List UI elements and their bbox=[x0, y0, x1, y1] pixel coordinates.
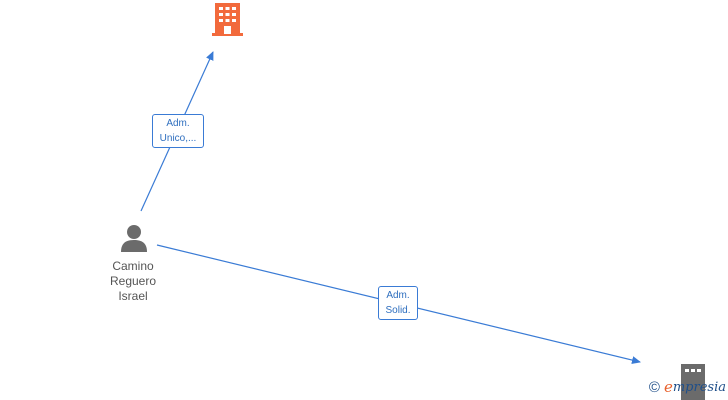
person-name-line: Reguero bbox=[109, 274, 157, 288]
edge-label-top[interactable]: Adm. Unico,... bbox=[152, 114, 204, 148]
brand-name: mpresia bbox=[672, 379, 726, 395]
edge-label-bottom[interactable]: Adm. Solid. bbox=[378, 286, 418, 320]
edge-label-line: Solid. bbox=[385, 305, 411, 316]
person-name-line: Camino bbox=[112, 259, 154, 273]
person-name-label[interactable]: Camino Reguero Israel bbox=[93, 259, 173, 304]
person-icon[interactable] bbox=[121, 225, 147, 252]
person-name-line: Israel bbox=[118, 289, 148, 303]
edge-label-line: Unico,... bbox=[159, 133, 197, 144]
building-icon[interactable] bbox=[681, 364, 705, 400]
edge-label-line: Adm. bbox=[386, 290, 410, 301]
building-icon[interactable] bbox=[212, 3, 243, 36]
edge-label-line: Adm. bbox=[166, 118, 190, 129]
brand-initial: e bbox=[663, 378, 673, 396]
copyright-symbol: © bbox=[648, 378, 660, 396]
